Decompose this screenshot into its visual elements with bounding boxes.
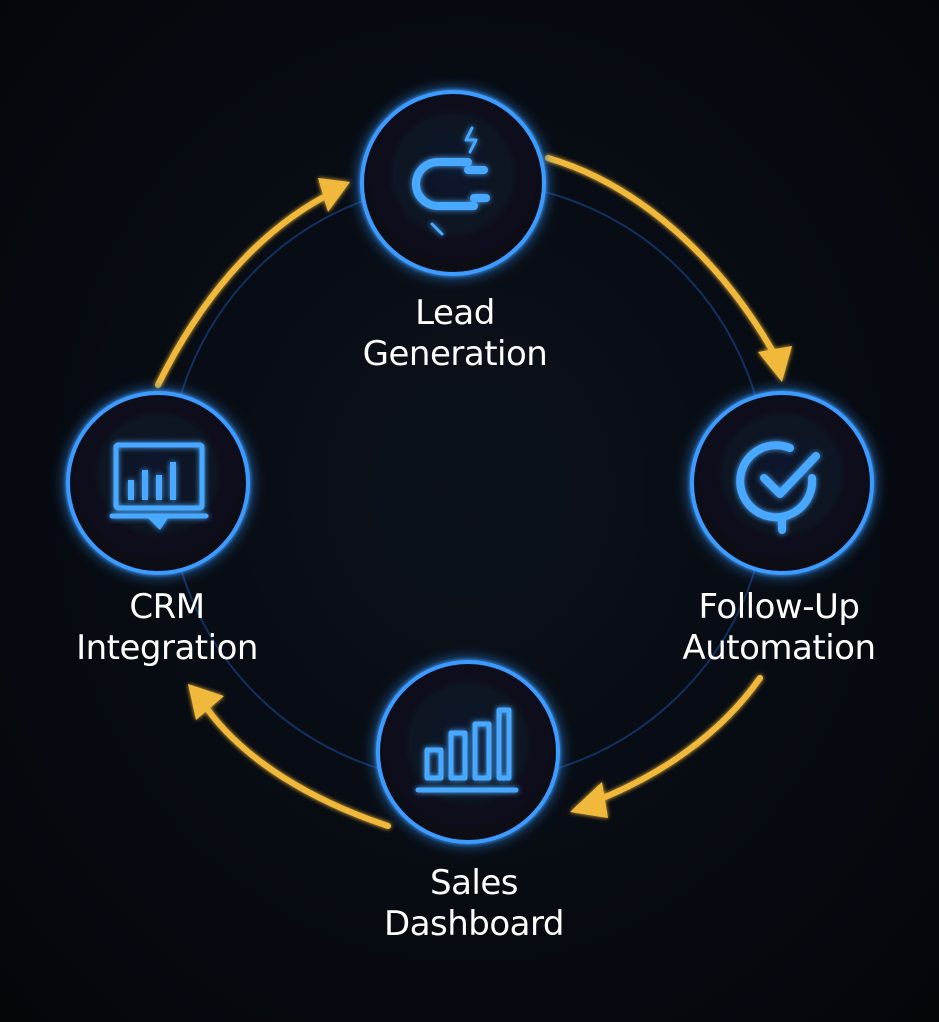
bar-chart-icon: [415, 707, 519, 793]
node-follow-up-automation: [690, 391, 874, 575]
label-line: Integration: [76, 628, 258, 668]
label-lead-generation: Lead Generation: [363, 293, 548, 375]
label-line: Automation: [682, 628, 876, 668]
label-follow-up-automation: Follow-Up Automation: [682, 587, 876, 669]
label-line: CRM: [129, 587, 205, 627]
label-line: Follow-Up: [698, 587, 860, 627]
label-line: Lead: [415, 293, 495, 333]
magnet-icon: [412, 126, 490, 236]
node-sales-dashboard: [376, 660, 560, 844]
check-pin-icon: [736, 441, 820, 534]
arrowhead-icon: [318, 178, 350, 212]
arrowhead-icon: [570, 782, 608, 818]
arrow-followup-to-dashboard: [570, 675, 763, 818]
label-line: Generation: [362, 334, 548, 374]
node-crm-integration: [66, 391, 250, 575]
label-line: Sales: [430, 863, 518, 903]
monitor-chart-icon: [109, 442, 209, 530]
arrow-crm-to-lead: [155, 178, 350, 388]
arrow-lead-to-followup: [545, 155, 792, 382]
label-line: Dashboard: [384, 904, 564, 944]
arrowhead-icon: [758, 346, 792, 382]
arrow-dashboard-to-crm: [188, 684, 391, 829]
node-lead-generation: [360, 90, 546, 276]
label-sales-dashboard: Sales Dashboard: [384, 863, 564, 945]
arrowhead-icon: [188, 684, 224, 720]
label-crm-integration: CRM Integration: [76, 587, 258, 669]
